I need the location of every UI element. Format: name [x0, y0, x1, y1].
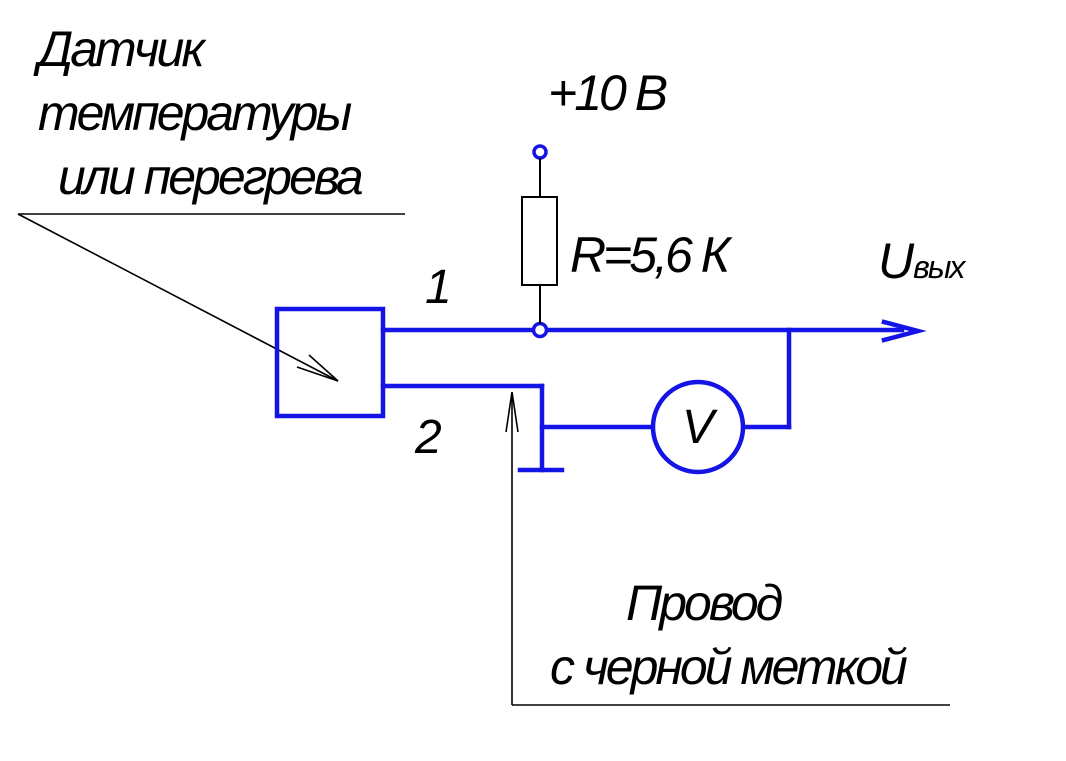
supply-voltage-label: +10 В	[548, 65, 667, 121]
voltmeter-label: V	[682, 401, 718, 454]
resistor	[521, 158, 558, 324]
resistor-body	[521, 196, 558, 286]
leader-lines	[17, 213, 950, 706]
sensor-label-line3: или перегрева	[58, 149, 363, 205]
resistor-value-label: R=5,6 К	[570, 227, 733, 283]
output-voltage-label: Uвых	[878, 233, 966, 289]
sensor-label-line1: Датчик	[33, 21, 207, 77]
output-arrowhead	[881, 319, 927, 343]
wire-1-label: 1	[425, 261, 452, 314]
sensor-pointer-arrowhead	[296, 354, 339, 382]
marked-wire-pointer-arrowhead	[505, 391, 519, 433]
sensor-pointer-line	[17, 213, 339, 382]
voltmeter	[650, 379, 746, 475]
supply-terminal	[532, 144, 548, 160]
sensor-label-line2: температуры	[38, 85, 351, 141]
marked-wire-label-line2: с черной меткой	[550, 639, 907, 695]
circuit-wiring	[274, 306, 927, 473]
junction-node	[531, 321, 549, 339]
wire-2-label: 2	[414, 411, 442, 464]
marked-wire-label-line1: Провод	[626, 575, 783, 631]
sensor-box	[274, 306, 386, 419]
